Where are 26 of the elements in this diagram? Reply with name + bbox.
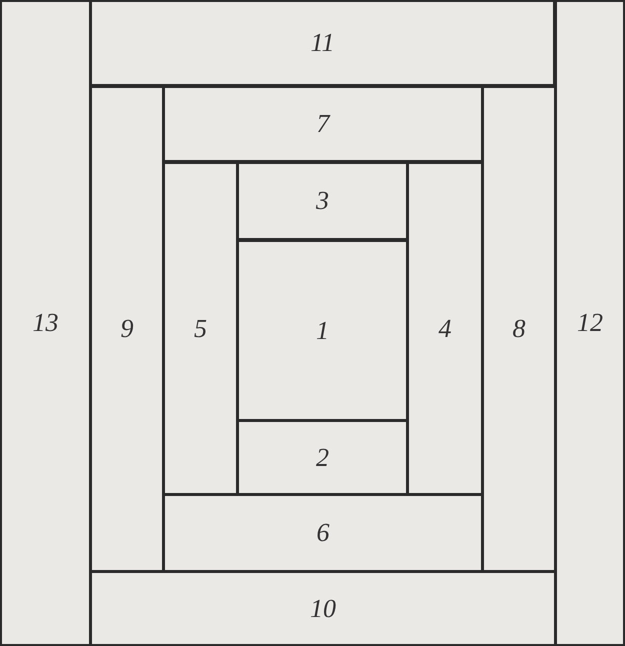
patch-number: 8 [512,314,526,344]
patch-number: 4 [438,314,452,344]
patch-number: 2 [316,442,329,472]
patch-number: 7 [316,109,330,139]
quilt-patch [163,86,483,162]
quilt-patch [163,494,483,572]
patch-number: 5 [194,314,207,344]
patch-number: 6 [316,518,330,548]
quilt-patch [237,240,408,421]
quilt-patch [90,86,164,572]
patch-number: 10 [310,594,336,624]
quilt-patch [555,0,625,646]
patch-number: 12 [577,308,603,338]
quilt-patch [482,86,556,572]
patch-number: 1 [316,316,329,346]
quilt-patch [90,0,555,86]
quilt-patch [407,162,483,495]
patch-number: 9 [120,314,134,344]
quilt-patch [163,162,238,495]
patch-number: 3 [316,186,329,216]
quilt-patch [237,162,408,240]
quilt-patch [0,0,91,646]
patch-number: 13 [32,308,58,338]
quilt-patch [237,420,408,495]
quilt-patch [90,571,556,646]
patch-number: 11 [310,28,335,58]
